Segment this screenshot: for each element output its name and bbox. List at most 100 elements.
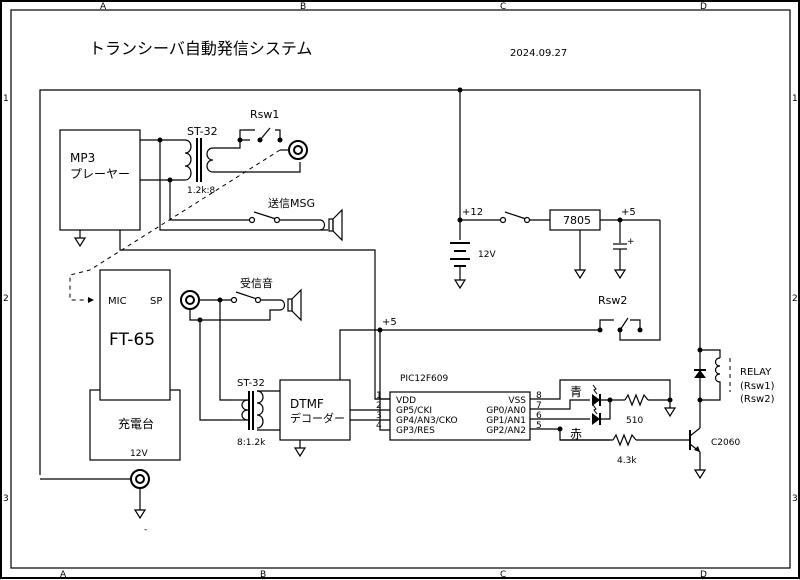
row-label-3-left: 3 [3,494,9,504]
send-msg-switch-label: 送信MSG [268,196,315,210]
wire-pic-gp3 [379,330,390,431]
pic-pin-6-name: GP1/AN1 [486,416,526,426]
sheet-date: 2024.09.27 [510,48,567,59]
ground-icon [613,269,627,280]
sheet-title: トランシーバ自動発信システム [89,39,312,58]
relay-label-2: (Rsw1) [740,381,775,392]
rail-12v-label: +12 [462,207,483,218]
transformer-bottom-ratio: 8:1.2k [237,438,266,448]
transformer-bottom [241,390,264,430]
pic-pin-7-num: 7 [536,401,542,411]
svg-text:+: + [627,237,635,247]
ft65-box [99,269,171,401]
battery-icon [450,242,470,267]
charger-box [89,389,181,461]
inner-frame [10,9,791,569]
col-label-a-top: A [100,2,107,12]
led-red-icon [592,404,601,425]
ground-icon [663,407,677,418]
wire-top-loop [39,89,701,475]
dc-jack-icon [130,469,150,489]
mp3-player-label-2: プレーヤー [70,167,130,181]
wire [700,392,721,401]
pic-pin-2-name: GP5/CKI [396,406,432,416]
rail-5v-top-label: +5 [621,207,636,218]
rsw2-switch [597,317,643,333]
pic-pin-8-num: 8 [536,391,542,401]
charger-label: 充電台 [118,416,154,431]
transformer-top-name: ST-32 [187,125,218,138]
arrow-icon [88,297,94,303]
row-label-1-left: 1 [3,94,9,104]
receive-switch-label: 受信音 [240,276,273,290]
mp3-player-box [59,129,141,231]
pic-pin-5-num: 5 [536,421,542,431]
power-switch [499,211,531,224]
wire [219,300,232,401]
ground-icon [693,469,707,480]
wire [199,320,232,421]
wire-vss [530,379,671,400]
mic-jack-icon [288,140,308,160]
battery-label: 12V [478,250,496,260]
pic-pin-5-name: GP2/AN2 [486,426,526,436]
speaker-icon [319,208,343,242]
resistor-510-value: 510 [626,416,643,426]
col-label-b-top: B [300,2,306,12]
relay-coil-icon [714,357,721,392]
pic-pin-6-num: 6 [536,411,542,421]
row-label-1-right: 1 [792,94,798,104]
pic-pin-4-num: 4 [376,421,382,431]
capacitor-icon: + [613,237,635,250]
transformer-bottom-name: ST-32 [237,378,265,389]
rsw2-label: Rsw2 [598,294,627,307]
resistor-510 [624,393,649,407]
wire-5v-mid [339,329,600,380]
row-label-3-right: 3 [792,494,798,504]
ground-icon [453,279,467,290]
receive-switch [230,291,262,304]
led-blue-label: 青 [570,385,582,399]
wire [213,162,301,173]
wire [600,399,611,420]
transformer-top [184,138,214,182]
col-label-b-bottom: B [260,570,266,580]
pic-pin-3-name: GP4/AN3/CKO [396,416,458,426]
wire [700,349,721,358]
ft65-mic-label: MIC [108,296,127,307]
pic-pin-4-name: GP3/RES [396,426,435,436]
pic-pin-3-num: 3 [376,411,382,421]
relay-label-1: RELAY [740,367,772,378]
speaker-icon [279,288,302,322]
sp-jack-icon [180,290,200,310]
resistor-4-3k-value: 4.3k [617,456,637,466]
ft65-sp-label: SP [150,296,162,307]
rsw1-label: Rsw1 [250,108,279,121]
flyback-diode-icon [694,369,706,378]
dtmf-label-1: DTMF [290,397,324,411]
wire [189,309,280,321]
pic-box [389,391,531,441]
wire-gp0 [530,399,590,410]
wire [213,139,250,149]
pic-pin-7-name: GP0/AN0 [486,406,526,416]
stray-mark: - [144,525,147,535]
wire [159,140,328,231]
pic-pin-1-name: VDD [396,396,416,406]
rail-5v-mid-label: +5 [382,317,397,328]
col-label-d-top: D [700,2,707,12]
ground-icon [133,509,147,520]
ft65-model-label: FT-65 [109,330,155,350]
pic-name: PIC12F609 [400,374,448,384]
regulator-label: 7805 [563,214,591,227]
transformer-top-ratio: 1.2k:8 [187,186,216,196]
led-blue-icon [592,384,601,406]
transistor-label: C2060 [711,438,740,448]
relay-label-3: (Rsw2) [740,394,775,405]
col-label-c-bottom: C [500,570,506,580]
send-msg-switch [248,211,281,224]
junction [557,426,563,432]
resistor-4-3k [612,433,637,447]
rsw1-switch [237,127,283,143]
